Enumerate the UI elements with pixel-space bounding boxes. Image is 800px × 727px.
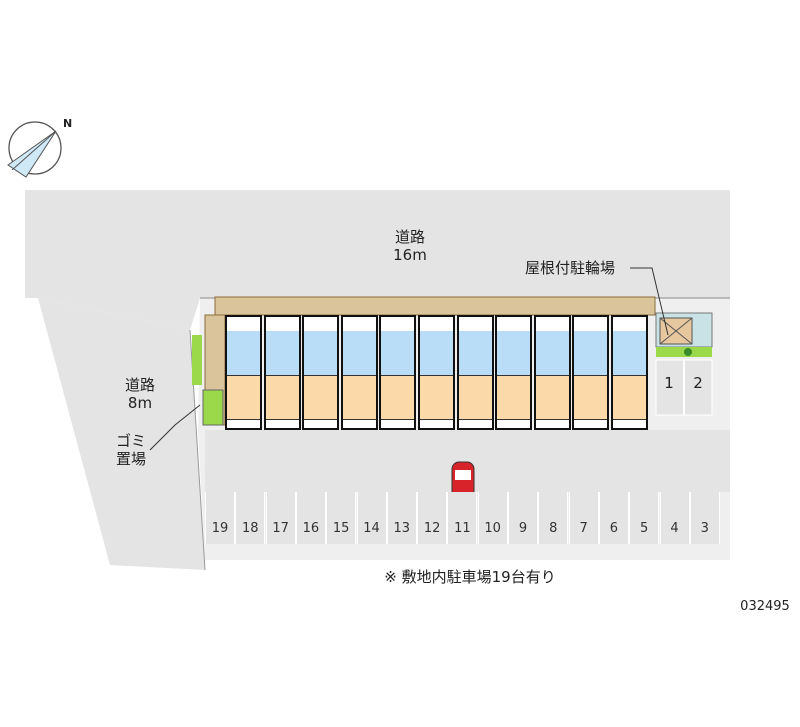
property-code: 032495 xyxy=(740,599,790,614)
apartment-unit xyxy=(302,315,340,430)
apartment-unit xyxy=(379,315,417,430)
apartment-unit xyxy=(533,315,571,430)
stall-label: 2 xyxy=(693,374,703,392)
road-top xyxy=(25,190,730,330)
parking-stall: 11 xyxy=(447,492,478,544)
apartment-unit xyxy=(418,315,455,430)
road-width: 8m xyxy=(127,394,153,412)
parking-stall: 12 xyxy=(417,492,448,544)
garbage-label-line: ゴミ xyxy=(115,432,146,450)
garbage-label: ゴミ 置場 xyxy=(108,432,154,468)
road-width: 16m xyxy=(393,246,427,264)
hatched-walkway xyxy=(214,296,656,316)
road-left-label: 道路 8m xyxy=(110,376,170,412)
apartment-unit xyxy=(572,315,610,430)
stall-label: 1 xyxy=(664,374,674,392)
apartment-unit xyxy=(456,315,494,430)
parking-stall: 4 xyxy=(659,492,690,544)
apartment-unit xyxy=(495,315,533,430)
parking-stall: 10 xyxy=(477,492,508,544)
road-name: 道路 xyxy=(124,376,155,394)
parking-stall: 6 xyxy=(598,492,629,544)
parking-stall: 9 xyxy=(508,492,538,544)
garbage-label-line: 置場 xyxy=(115,450,146,468)
parking-stall: 16 xyxy=(295,492,326,544)
garbage-area xyxy=(202,389,224,426)
apartment-unit xyxy=(340,315,378,430)
road-top-label: 道路 16m xyxy=(380,228,440,264)
parking-stall: 13 xyxy=(386,492,417,544)
apartment-unit xyxy=(611,315,648,430)
bike-parking-label: 屋根付駐輪場 xyxy=(524,259,615,277)
parking-stall: 14 xyxy=(356,492,387,544)
north-compass-icon: N xyxy=(7,117,72,178)
parking-stall: 8 xyxy=(538,492,569,544)
parking-stall: 7 xyxy=(568,492,599,544)
road-name: 道路 xyxy=(394,228,425,246)
apartment-unit xyxy=(263,315,301,430)
green-strip xyxy=(192,335,202,385)
parking-stall: 15 xyxy=(326,492,357,544)
apartment-unit xyxy=(225,315,262,430)
parking-stall: 18 xyxy=(235,492,266,544)
svg-text:N: N xyxy=(63,117,72,130)
parking-note: ※ 敷地内駐車場19台有り xyxy=(384,568,556,586)
parking-stall: 17 xyxy=(265,492,296,544)
parking-stall: 5 xyxy=(629,492,660,544)
parking-stall: 19 xyxy=(205,492,235,544)
road-left xyxy=(38,298,205,570)
parking-stall: 3 xyxy=(689,492,720,544)
